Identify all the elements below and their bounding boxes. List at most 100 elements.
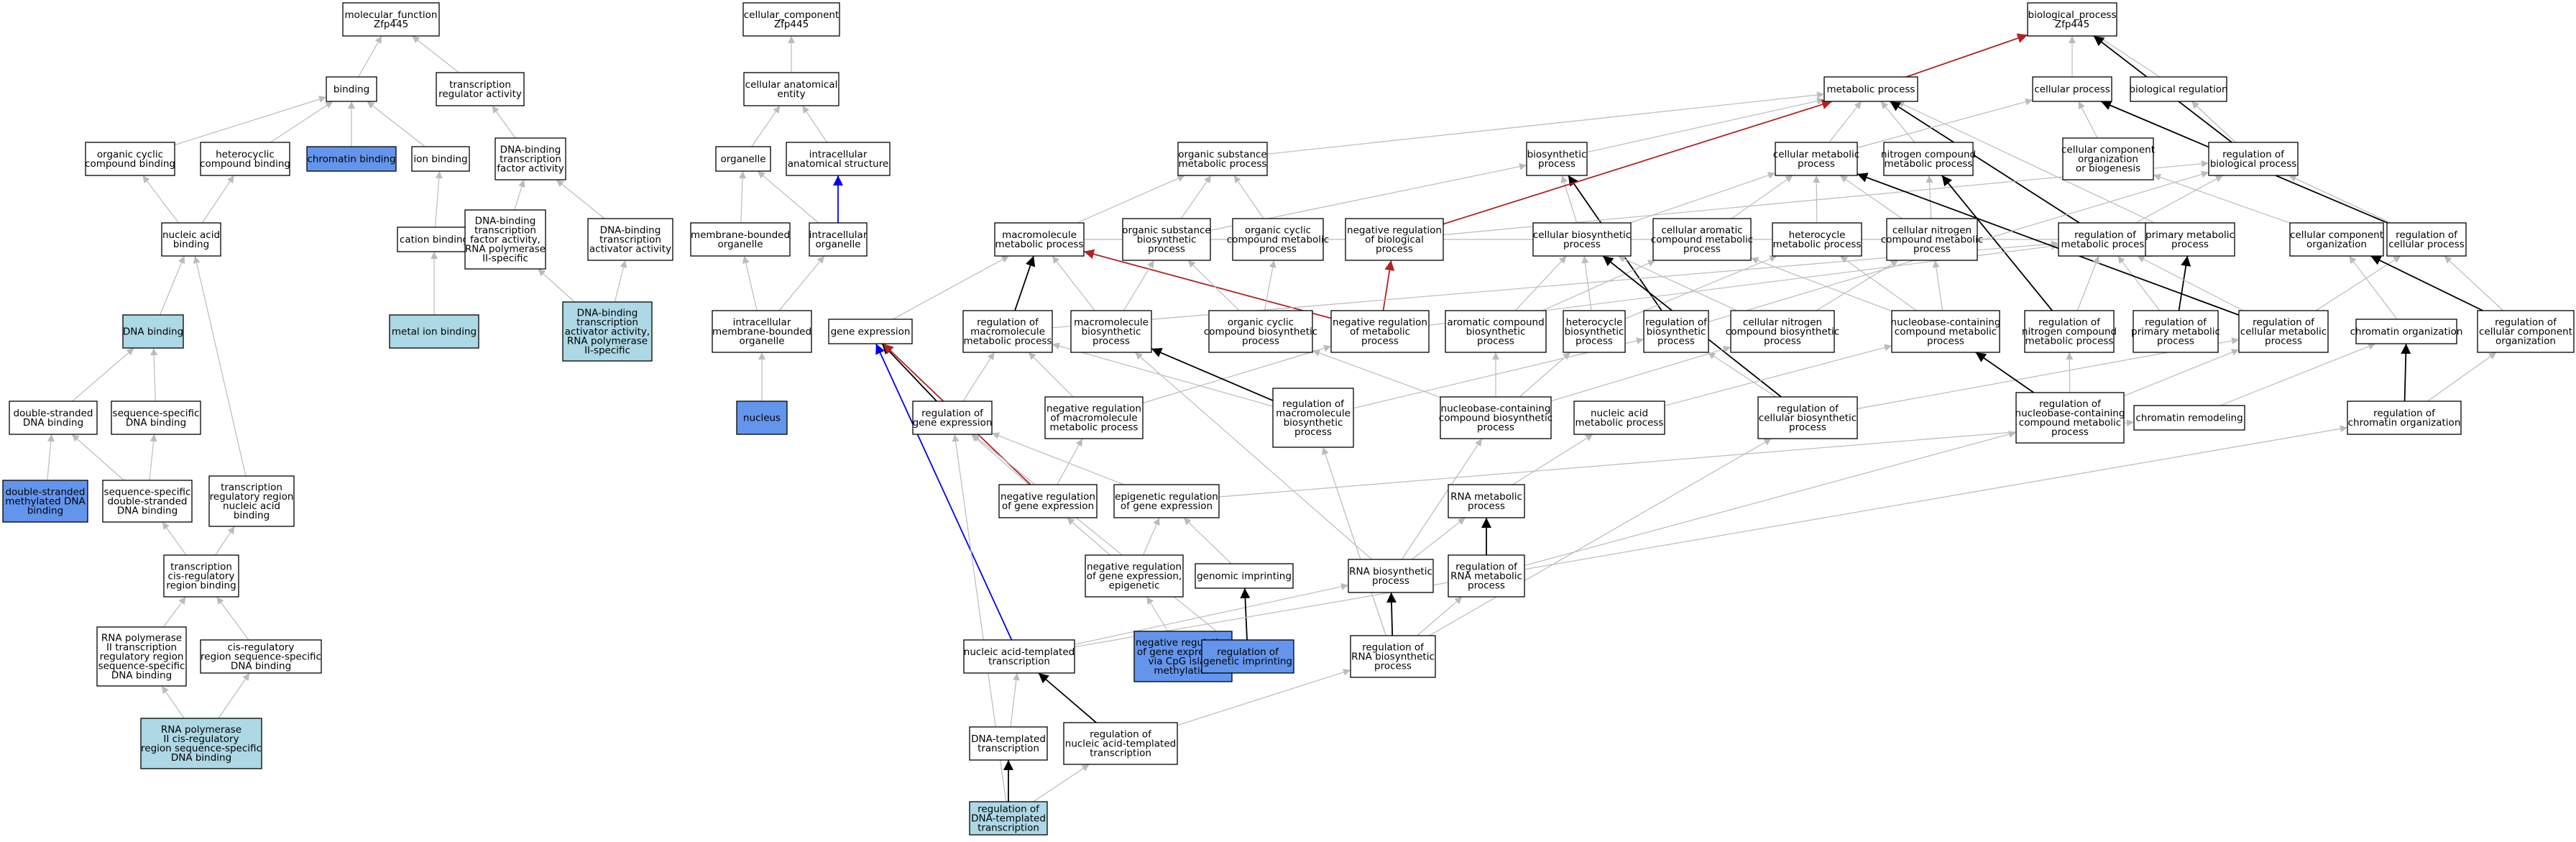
edge-ocb-to-binding	[174, 96, 327, 146]
node-box-cae	[743, 72, 840, 106]
node-box-nrmmp	[1044, 396, 1144, 439]
node-label-rcbp-0: regulation of	[1777, 403, 1839, 415]
edge-nrmmp-to-nrmp	[1142, 344, 1332, 404]
edge-rmp-to-mp	[1890, 101, 2080, 224]
node-organelle: organelle	[715, 146, 771, 172]
node-box-ocmp	[1232, 218, 1324, 261]
node-box-dnab	[122, 314, 184, 349]
node-label-rnbccmp-1: nucleobase-containing	[2015, 408, 2125, 419]
node-label-nbccmp-0: nucleobase-containing	[1891, 317, 2001, 329]
edge-mbp-to-mmp	[1052, 255, 1095, 311]
node-label-cco-0: cellular component	[2290, 229, 2383, 241]
edge-co-to-cco	[2348, 255, 2398, 320]
edge-rnabp-to-mbp	[1134, 352, 1373, 560]
node-label-rrnamp-1: RNA metabolic	[1450, 571, 1522, 582]
node-label-ocmp-1: compound metabolic	[1227, 234, 1329, 246]
edge-rncmp-to-rmp	[2076, 255, 2100, 311]
node-box-rco	[2347, 401, 2462, 435]
node-label-rcp-1: cellular process	[2388, 239, 2465, 250]
node-box-nrmp	[1330, 310, 1430, 353]
node-label-dsmdb-1: methylated DNA	[5, 496, 86, 508]
node-label-nrmmp-0: negative regulation	[1046, 403, 1141, 415]
edge-mbp-to-osbp	[1123, 260, 1155, 311]
edge-crrssdb-to-tcrrb	[216, 596, 249, 641]
node-label-rbsp-1: biosynthetic	[1647, 326, 1706, 338]
edge-dtt-to-natt	[1010, 672, 1020, 728]
node-label-bsp-0: biosynthetic	[1527, 149, 1587, 160]
node-box-rcbp	[1757, 396, 1858, 439]
node-label-ge-0: gene expression	[831, 326, 911, 338]
node-label-ssdb-1: DNA binding	[126, 417, 186, 429]
node-label-nrbp-2: process	[1376, 244, 1413, 255]
node-label-rmbp-1: macromolecule	[1276, 408, 1351, 419]
node-label-ionb-0: ion binding	[413, 154, 467, 165]
node-label-hcb-0: heterocyclic	[216, 149, 275, 160]
node-label-ias-0: intracellular	[809, 149, 868, 160]
edge-rbp-to-br	[2191, 101, 2236, 143]
node-box-ge	[828, 319, 913, 344]
node-label-cncbp-2: process	[1764, 336, 1801, 347]
node-label-rmmp-0: regulation of	[977, 317, 1039, 329]
node-label-mp-0: metabolic process	[1827, 84, 1915, 96]
node-box-bsp	[1526, 142, 1588, 176]
node-label-dbtfa-0: DNA-binding	[500, 145, 561, 156]
node-box-nab	[161, 222, 221, 257]
edge-nbccmp-to-cncmp	[1932, 260, 1944, 311]
node-label-rpmp-1: primary metabolic	[2131, 326, 2220, 338]
node-gi: genomic imprinting	[1195, 563, 1294, 589]
node-label-osmp-0: organic substance	[1178, 149, 1266, 160]
node-label-acbp-1: biosynthetic	[1466, 326, 1526, 338]
edge-binding-to-mf	[358, 35, 382, 78]
node-label-mmp-0: macromolecule	[1002, 229, 1077, 241]
node-label-trrnab-1: regulatory region	[210, 491, 294, 503]
node-label-mmp-1: metabolic process	[995, 239, 1084, 250]
edge-organelle-to-cae	[751, 105, 781, 147]
node-label-trrnab-0: transcription	[221, 482, 282, 493]
node-label-crrssdb-0: cis-regulatory	[228, 642, 295, 654]
node-box-cncmp	[1886, 218, 1978, 261]
edge-natt-to-rco	[1074, 425, 2348, 648]
node-box-rnap2cis	[140, 718, 262, 769]
node-label-natt-1: transcription	[988, 656, 1050, 667]
edge-cbp-to-bsp	[1560, 175, 1578, 224]
node-label-rnap2cis-2: region sequence-specific	[141, 743, 262, 754]
edge-mbo-to-organelle	[739, 170, 747, 224]
edge-ge-to-mmp	[892, 255, 1010, 320]
edge-bsp-to-mp	[1586, 97, 1825, 153]
node-box-cc	[742, 2, 840, 37]
node-box-dbtaa2	[562, 301, 653, 362]
edge-cmp-to-mp	[1828, 101, 1862, 143]
node-ge: gene expression	[828, 319, 913, 344]
node-label-cncmp-1: compound metabolic	[1881, 234, 1983, 246]
node-label-cbp-1: process	[1563, 239, 1601, 250]
node-nucleus: nucleus	[736, 401, 788, 435]
node-label-ocmp-2: process	[1259, 244, 1297, 255]
node-label-rnbccmp-3: process	[2051, 426, 2089, 438]
node-box-rcp	[2386, 222, 2467, 257]
node-label-nab-1: binding	[173, 239, 209, 250]
edge-rrnabp-to-rcbp	[1429, 438, 1772, 636]
node-label-mbo-0: membrane-bounded	[691, 229, 790, 241]
node-label-dbtfa2-4: II-specific	[482, 253, 528, 265]
node-label-nrmmp-1: of macromolecule	[1050, 413, 1137, 424]
node-label-co-0: chromatin organization	[2350, 326, 2463, 338]
node-label-rnbccmp-2: compound metabolic	[2019, 417, 2121, 429]
edge-nrge-to-rge	[971, 434, 1029, 485]
node-label-rnap2cis-0: RNA polymerase	[161, 724, 242, 736]
edge-natt-to-rnabp	[1074, 583, 1349, 645]
